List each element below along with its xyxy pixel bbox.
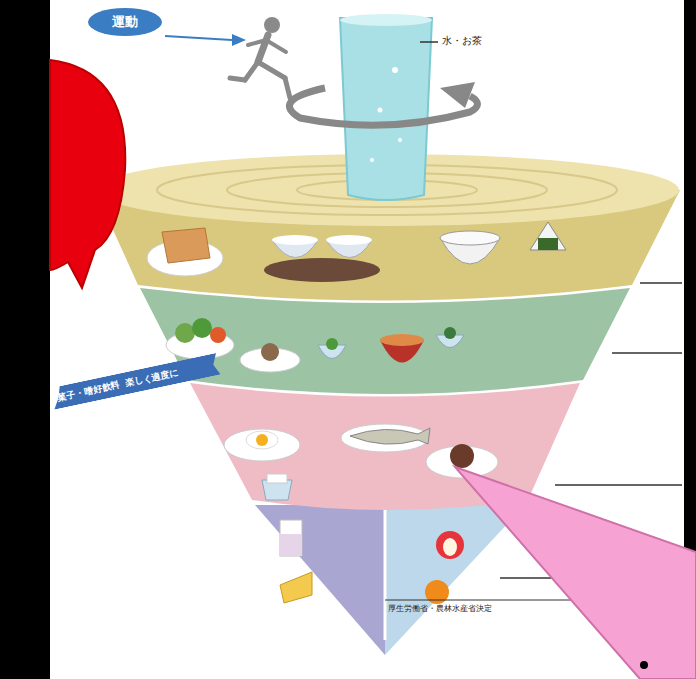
red-callout (50, 60, 125, 288)
water-glass (340, 18, 432, 200)
leader-line (420, 41, 438, 43)
vegetable-band (140, 288, 630, 394)
node-text: 運動 (112, 13, 138, 31)
bread (162, 228, 210, 263)
band-divider (384, 505, 387, 640)
tray (264, 258, 380, 282)
activity-oval: 運動 (88, 8, 162, 36)
frame (0, 0, 50, 679)
fruit-band (385, 505, 525, 655)
leader-line (165, 36, 232, 40)
node-text: 菓子・嗜好飲料 (57, 378, 121, 404)
glass-rim (340, 14, 432, 26)
water-label: 水・お茶 (442, 34, 482, 48)
milk-band (255, 505, 385, 655)
pink-callout (455, 467, 696, 679)
node-text: 楽しく適度に (124, 366, 180, 390)
source-note: 厚生労働省・農林水産省決定 (388, 603, 492, 614)
arrow-head (440, 82, 475, 108)
snack-ribbon: 菓子・嗜好飲料楽しく適度に (50, 353, 221, 410)
runner-figure (230, 17, 290, 98)
